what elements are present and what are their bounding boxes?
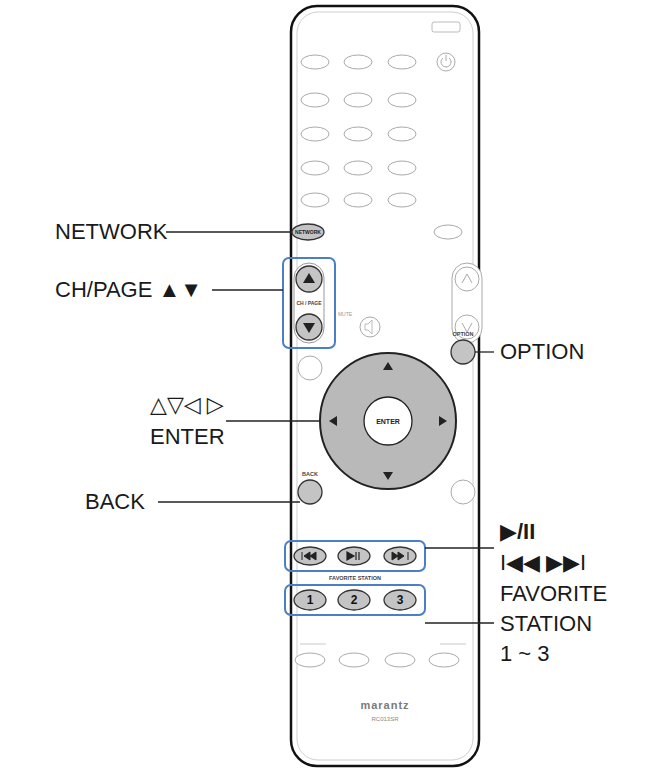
remote-button — [388, 127, 416, 141]
leader-line — [212, 289, 283, 290]
ch-up-button — [296, 266, 322, 292]
info-button — [298, 356, 322, 380]
brand-logo: marantz — [360, 700, 409, 711]
highlight-frame — [285, 585, 425, 615]
remote-button — [301, 55, 329, 69]
remote-button — [344, 127, 372, 141]
back-button — [298, 480, 322, 504]
network-button — [292, 224, 324, 240]
skip-back-icon — [302, 552, 316, 560]
remote-button — [437, 53, 455, 71]
remote-button — [344, 161, 372, 175]
button-label: BACK — [302, 472, 318, 478]
skip-back-button — [294, 547, 326, 565]
remote-button — [434, 225, 462, 239]
leader-line — [166, 231, 291, 232]
callout-label: OPTION — [500, 341, 584, 363]
callout-label: I◀◀ ▶▶I — [500, 552, 586, 574]
cursor-arrows — [329, 362, 447, 480]
enter-button — [364, 397, 412, 445]
play-pause-button — [338, 547, 370, 565]
remote-button — [301, 93, 329, 107]
leader-line — [475, 351, 494, 352]
remote-button — [388, 93, 416, 107]
cursor-pad — [320, 353, 456, 489]
callout-label: 1 ~ 3 — [500, 643, 550, 665]
mute-icon — [365, 320, 372, 334]
button-label: 1 — [307, 594, 314, 606]
remote-button — [301, 193, 329, 207]
callout-label: ENTER — [150, 426, 225, 448]
favorite-1-button — [294, 590, 326, 610]
highlight-frame — [285, 541, 425, 571]
remote-button — [388, 161, 416, 175]
model-number: RC013SR — [371, 716, 398, 722]
callout-label: ▶/II — [500, 521, 535, 543]
leader-line — [158, 501, 300, 502]
button-label: 2 — [351, 594, 358, 606]
button-label: NETWORK — [295, 230, 321, 235]
remote-button — [388, 193, 416, 207]
remote-button — [295, 653, 325, 667]
button-label: OPTION — [452, 332, 473, 338]
remote-button — [301, 127, 329, 141]
volume-rocker — [452, 263, 482, 343]
remote-button — [429, 653, 459, 667]
down-triangle — [303, 323, 315, 333]
power-label-frame — [432, 22, 460, 32]
remote-button — [344, 193, 372, 207]
remote-button — [388, 55, 416, 69]
button-label: FAVORITE STATION — [329, 576, 381, 582]
button-label: 3 — [397, 594, 404, 606]
callout-label: FAVORITE — [500, 583, 607, 605]
favorite-3-button — [384, 590, 416, 610]
setup-button — [451, 480, 475, 504]
button-label: CH / PAGE — [296, 301, 321, 306]
remote-button — [344, 55, 372, 69]
button-label: MUTE — [338, 312, 352, 317]
callout-label: NETWORK — [55, 221, 167, 243]
button-label: ENTER — [376, 418, 400, 425]
group-rule — [300, 644, 466, 645]
skip-forward-button — [384, 547, 416, 565]
remote-button — [385, 653, 415, 667]
highlight-frame — [283, 258, 335, 348]
remote-button — [301, 161, 329, 175]
remote-body — [291, 6, 479, 766]
up-mark — [462, 274, 472, 283]
leader-line — [226, 420, 320, 421]
play-pause-icon — [347, 552, 359, 560]
remote-inner-edge — [297, 12, 473, 760]
mute-button — [360, 317, 380, 337]
callout-label: STATION — [500, 613, 592, 635]
leader-line — [425, 547, 494, 548]
callout-label: BACK — [85, 491, 145, 513]
remote-button — [344, 93, 372, 107]
up-triangle — [303, 273, 315, 283]
rocker-housing — [294, 263, 324, 343]
down-mark — [462, 323, 472, 332]
leader-line — [425, 622, 494, 623]
callout-label: CH/PAGE ▲▼ — [55, 279, 202, 301]
volume-up-button — [455, 267, 479, 291]
remote-button — [339, 653, 369, 667]
favorite-2-button — [338, 590, 370, 610]
power-icon — [441, 55, 451, 67]
option-button — [451, 340, 475, 364]
callout-label: △▽◁ ▷ — [150, 394, 224, 416]
ch-down-button — [296, 314, 322, 340]
skip-forward-icon — [392, 552, 408, 560]
